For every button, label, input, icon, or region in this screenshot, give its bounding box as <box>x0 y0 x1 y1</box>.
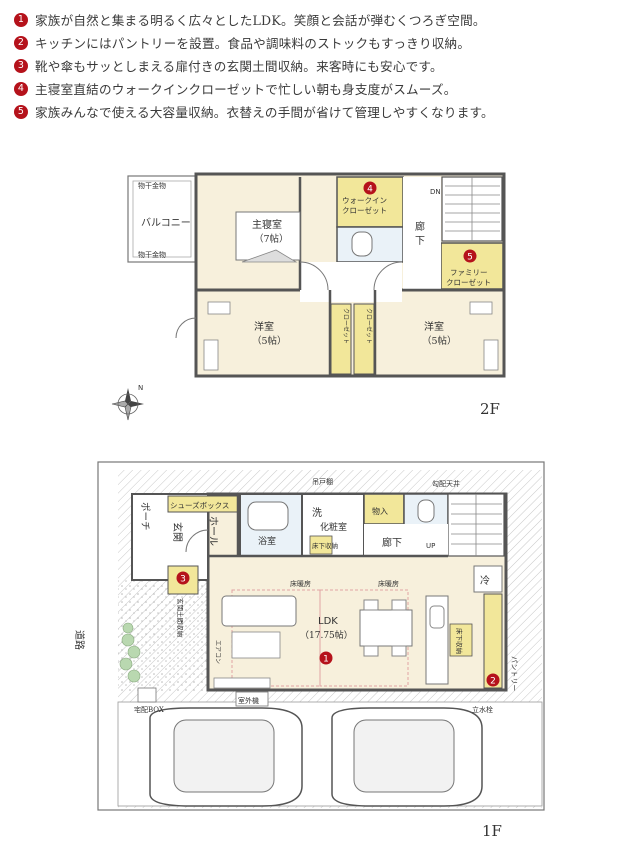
note-number: 1 <box>14 12 28 27</box>
floor-heat-a-label: 床暖房 <box>290 579 311 588</box>
outdoor-unit-label: 室外機 <box>238 696 259 705</box>
aircon-label: エアコン <box>214 640 221 664</box>
outdoor-unit <box>235 691 269 707</box>
walkin-label-2: クローゼット <box>342 205 387 215</box>
hall-label: ホール <box>207 516 219 546</box>
site-boundary <box>97 461 545 811</box>
marker-3: 3 <box>176 571 190 585</box>
western-right-label: 洋室 <box>424 320 444 333</box>
western-right-size: （5帖） <box>422 335 457 347</box>
note-text: 家族が自然と集まる明るく広々としたLDK。笑顔と会話が弾むくつろぎ空間。 <box>35 13 486 28</box>
balcony-label: バルコニー <box>141 217 191 229</box>
family-closet-label-1: ファミリー <box>450 268 488 277</box>
floor-1f-label: 1F <box>482 822 502 840</box>
marker-2: 2 <box>486 673 500 687</box>
feature-notes: 1 家族が自然と集まる明るく広々としたLDK。笑顔と会話が弾むくつろぎ空間。 2… <box>14 8 614 123</box>
pantry <box>483 593 503 689</box>
western-left-label: 洋室 <box>254 320 274 333</box>
parcel-box-label: 宅配BOX <box>134 705 164 714</box>
alcove-label: 勾配天井 <box>432 479 460 488</box>
floor-1f: 吊戸棚 勾配天井 ポーチ シューズボックス 玄関 ホール 浴室 洗 化粧室 物入… <box>73 461 545 840</box>
marker-1: 1 <box>319 651 333 665</box>
walkin-label-1: ウォークイン <box>342 196 387 205</box>
underfloor-b-label: 床下収納 <box>455 628 464 654</box>
dn-label: DN <box>430 188 441 196</box>
up-label: UP <box>426 542 435 550</box>
closet-left-label: クローゼット <box>342 308 350 344</box>
marker-1-number: 1 <box>323 655 329 665</box>
underfloor-storage-a <box>309 535 333 555</box>
marker-2-number: 2 <box>490 677 496 687</box>
closet-right <box>353 303 375 375</box>
bay-window-label: 吊戸棚 <box>312 477 333 486</box>
floor-2f: 物干金物 バルコニー 物干金物 主寝室 （7帖） ウォークイン クローゼット D… <box>127 172 506 418</box>
note-number: 3 <box>14 58 28 73</box>
wash-label: 洗 <box>312 507 322 519</box>
ldk-label: LDK <box>318 616 338 627</box>
note-2: 2 キッチンにはパントリーを設置。食品や調味料のストックもすっきり収納。 <box>14 31 614 54</box>
toilet-2f <box>336 226 404 263</box>
entrance-storage-label: 玄関土間収納 <box>176 598 185 637</box>
laundry-top-label: 物干金物 <box>138 181 166 190</box>
hallway-2f-label-b: 下 <box>415 236 425 247</box>
western-left-size: （5帖） <box>252 335 287 347</box>
road-label: 道路 <box>73 630 86 650</box>
family-closet-label-2: クローゼット <box>446 277 491 287</box>
floor-heat-b-label: 床暖房 <box>378 579 399 588</box>
floor-2f-label: 2F <box>480 400 500 418</box>
car-right-icon <box>331 707 483 807</box>
compass-icon: N <box>111 384 144 421</box>
porch-label: ポーチ <box>139 502 150 531</box>
marker-4: 4 <box>363 181 377 195</box>
laundry-bottom-label: 物干金物 <box>138 250 166 259</box>
entrance-label: 玄関 <box>171 522 184 542</box>
ldk-size-label: （17.75帖） <box>300 629 353 641</box>
closet-right-label: クローゼット <box>365 308 373 344</box>
note-5: 5 家族みんなで使える大容量収納。衣替えの手間が省けて管理しやすくなります。 <box>14 100 614 123</box>
bath-label: 浴室 <box>258 535 276 547</box>
compass-n-label: N <box>138 384 143 392</box>
closet-left <box>330 303 352 375</box>
pantry-label: パントリー <box>510 656 518 691</box>
note-1: 1 家族が自然と集まる明るく広々としたLDK。笑顔と会話が弾むくつろぎ空間。 <box>14 8 614 31</box>
note-number: 4 <box>14 81 28 96</box>
marker-3-number: 3 <box>180 575 186 585</box>
marker-5-number: 5 <box>467 253 473 263</box>
note-text: キッチンにはパントリーを設置。食品や調味料のストックもすっきり収納。 <box>35 36 471 51</box>
master-bedroom-label: 主寝室 <box>252 218 282 231</box>
note-text: 靴や傘もサッとしまえる扉付きの玄関土間収納。来客時にも安心です。 <box>35 59 443 74</box>
shrub-icon <box>119 622 141 683</box>
note-3: 3 靴や傘もサッとしまえる扉付きの玄関土間収納。来客時にも安心です。 <box>14 54 614 77</box>
underfloor-storage-b <box>449 623 473 657</box>
storage <box>363 493 405 525</box>
fridge <box>473 565 503 593</box>
note-text: 家族みんなで使える大容量収納。衣替えの手間が省けて管理しやすくなります。 <box>35 105 494 120</box>
shoebox-label: シューズボックス <box>170 500 229 510</box>
note-text: 主寝室直結のウォークインクローゼットで忙しい朝も身支度がスムーズ。 <box>35 82 457 97</box>
hallway-2f-label-a: 廊 <box>415 220 425 233</box>
water-label: 立水栓 <box>472 705 493 714</box>
parcel-box <box>137 687 157 703</box>
note-number: 5 <box>14 104 28 119</box>
note-number: 2 <box>14 35 28 50</box>
fridge-label: 冷 <box>480 574 490 587</box>
marker-5: 5 <box>463 249 477 263</box>
powder-label: 化粧室 <box>320 521 347 533</box>
note-4: 4 主寝室直結のウォークインクローゼットで忙しい朝も身支度がスムーズ。 <box>14 77 614 100</box>
hallway-1f-label: 廊下 <box>382 536 402 549</box>
master-size-label: （7帖） <box>254 233 289 245</box>
marker-4-number: 4 <box>367 185 373 195</box>
underfloor-a-label: 床下収納 <box>312 541 338 550</box>
storage-label: 物入 <box>372 506 388 516</box>
car-left-icon <box>149 707 303 807</box>
